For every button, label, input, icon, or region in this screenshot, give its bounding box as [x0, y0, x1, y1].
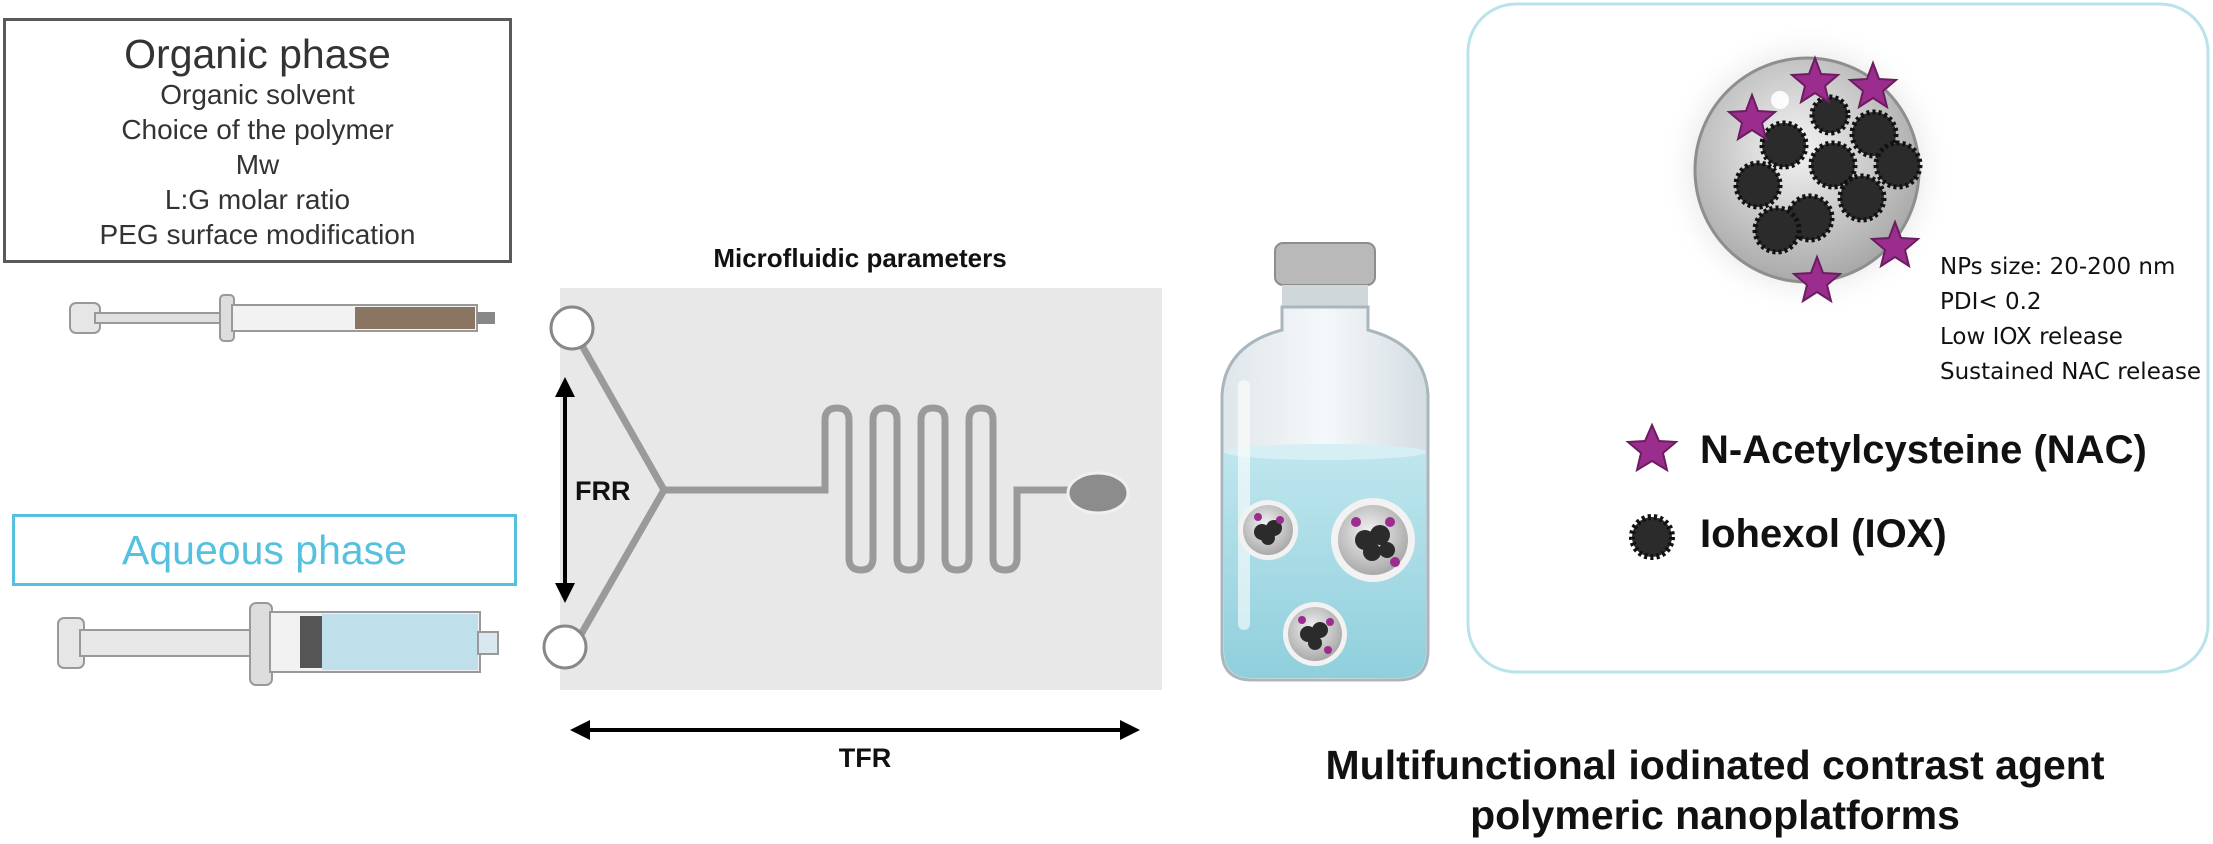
nanoparticle-panel — [1466, 2, 2210, 674]
tfr-label: TFR — [838, 743, 892, 773]
organic-item: PEG surface modification — [99, 219, 416, 250]
tfr-arrow — [570, 720, 1140, 740]
legend-nac-label: N-Acetylcysteine (NAC) — [1700, 428, 2147, 472]
frr-arrow — [555, 377, 575, 603]
footer-line-1: Multifunctional iodinated contrast agent — [1325, 742, 2105, 788]
legend-nac-icon — [1625, 422, 1679, 473]
vial-np-1 — [1238, 500, 1298, 560]
iox-cluster-icon — [1733, 94, 1923, 255]
spec-nac-release: Sustained NAC release — [1940, 359, 2202, 385]
organic-item: L:G molar ratio — [164, 184, 351, 215]
nanoparticle-illustration — [1659, 22, 1955, 318]
legend-iox-label: Iohexol (IOX) — [1700, 512, 1947, 556]
footer-title: Multifunctional iodinated contrast agent… — [1265, 740, 2165, 840]
frr-label: FRR — [575, 476, 631, 506]
footer-line-2: polymeric nanoplatforms — [1470, 792, 1960, 838]
aqueous-phase-box: Aqueous phase — [12, 514, 517, 586]
organic-phase-box: Organic phase Organic solvent Choice of … — [3, 18, 512, 263]
organic-item: Organic solvent — [160, 79, 355, 110]
nac-star-icons — [1726, 55, 1921, 304]
spec-iox-release: Low IOX release — [1940, 324, 2123, 350]
inlet-top — [549, 305, 595, 351]
aqueous-syringe-icon — [57, 602, 499, 686]
legend-iox-icon — [1629, 514, 1675, 560]
organic-item: Choice of the polymer — [121, 114, 394, 145]
spec-size: NPs size: 20-200 nm — [1940, 254, 2176, 280]
organic-syringe-icon — [69, 294, 495, 342]
microfluidic-chip — [542, 288, 1162, 690]
vial-np-2 — [1331, 498, 1415, 582]
organic-item: Mw — [235, 149, 280, 180]
spec-pdi: PDI< 0.2 — [1940, 289, 2042, 315]
vial-np-3 — [1283, 602, 1347, 666]
inlet-bottom — [542, 624, 588, 670]
organic-phase-title: Organic phase — [124, 31, 391, 77]
microfluidic-title: Microfluidic parameters — [713, 243, 1007, 273]
vial-icon — [1220, 242, 1430, 682]
nanoparticle-specs: NPs size: 20-200 nm PDI< 0.2 Low IOX rel… — [1940, 250, 2201, 390]
